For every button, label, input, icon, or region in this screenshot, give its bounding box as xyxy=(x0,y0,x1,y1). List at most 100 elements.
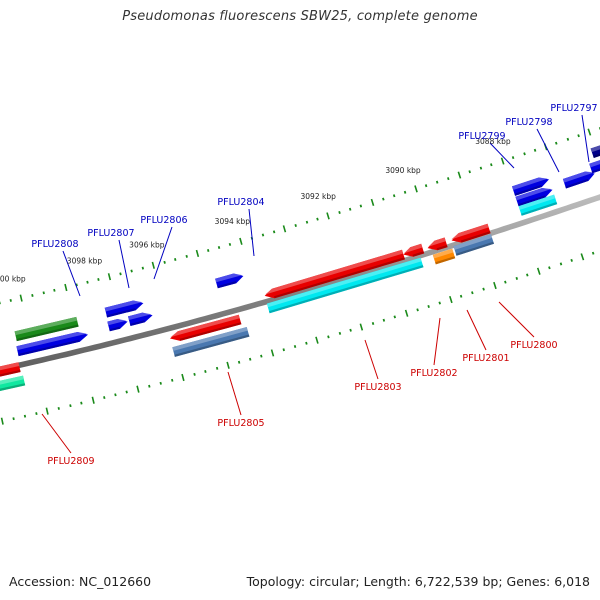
forward-scale-tick xyxy=(316,217,319,221)
reverse-scale-tick xyxy=(438,301,441,305)
gene-label-pflu2797[interactable]: PFLU2797 xyxy=(550,103,597,114)
forward-scale-tick xyxy=(382,197,385,201)
gene-feature-shadow xyxy=(436,245,448,251)
gene-feature[interactable] xyxy=(128,312,153,326)
gene-feature[interactable] xyxy=(453,234,495,256)
reverse-scale-tick xyxy=(237,360,241,364)
gene-label-pflu2804[interactable]: PFLU2804 xyxy=(217,197,264,208)
gene-feature[interactable] xyxy=(266,257,424,314)
gene-feature-highlight xyxy=(432,248,454,259)
gene-label-pflu2800[interactable]: PFLU2800 xyxy=(510,340,557,351)
scale-label: 3100 kbp xyxy=(0,275,26,284)
reverse-scale-tick xyxy=(315,336,319,344)
gene-feature[interactable] xyxy=(0,362,21,377)
forward-scale-tick xyxy=(107,273,112,281)
gene-feature-highlight xyxy=(590,145,600,153)
gene-feature[interactable] xyxy=(16,332,88,357)
gene-feature-body xyxy=(562,171,595,189)
forward-scale-tick xyxy=(305,220,309,224)
gene-feature-body xyxy=(515,188,553,207)
gene-feature-shadow xyxy=(274,257,405,299)
gene-feature[interactable] xyxy=(14,316,79,342)
forward-scale-tick xyxy=(533,148,537,152)
gene-feature-shadow xyxy=(174,334,250,357)
accession-label: Accession: NC_012660 xyxy=(9,574,152,589)
gene-feature[interactable] xyxy=(518,194,558,216)
gene-feature-highlight xyxy=(107,319,127,326)
gene-feature-shadow xyxy=(591,168,600,174)
gene-feature-shadow xyxy=(435,256,456,265)
gene-feature-highlight xyxy=(215,273,243,283)
forward-scale-tick xyxy=(554,141,558,145)
gene-label-pflu2806[interactable]: PFLU2806 xyxy=(140,215,187,226)
forward-scale-tick xyxy=(511,156,515,160)
gene-feature[interactable] xyxy=(427,237,448,251)
forward-scale-tick xyxy=(86,280,89,284)
reverse-scale-tick xyxy=(338,331,342,335)
gene-label-pflu2803[interactable]: PFLU2803 xyxy=(354,382,401,393)
reverse-scale-tick xyxy=(591,251,595,255)
gene-feature-highlight xyxy=(428,237,446,247)
gene-feature-shadow xyxy=(16,324,79,342)
gene-feature[interactable] xyxy=(432,248,456,265)
reverse-scale-tick xyxy=(482,287,485,291)
forward-scale-tick xyxy=(206,249,210,252)
reverse-scale-tick xyxy=(248,357,252,361)
forward-scale-tick xyxy=(479,166,483,170)
forward-scale-tick xyxy=(326,212,330,220)
gene-label-pflu2805[interactable]: PFLU2805 xyxy=(217,418,264,429)
gene-label-pflu2807[interactable]: PFLU2807 xyxy=(87,228,134,239)
gene-feature-highlight xyxy=(170,314,240,338)
forward-scale-tick xyxy=(174,258,177,261)
reverse-scale-tick xyxy=(103,396,106,400)
gene-feature[interactable] xyxy=(590,142,600,158)
gene-feature[interactable] xyxy=(264,249,405,299)
forward-scale-tick xyxy=(130,269,133,273)
forward-scale-tick xyxy=(577,134,580,138)
forward-scale-tick xyxy=(370,198,375,206)
reverse-scale-tick xyxy=(459,294,463,298)
gene-feature[interactable] xyxy=(589,155,600,174)
gene-feature-body xyxy=(512,177,549,196)
reverse-scale-tick xyxy=(171,378,174,382)
gene-feature[interactable] xyxy=(451,223,491,243)
gene-feature[interactable] xyxy=(0,375,26,393)
gene-label-pflu2802[interactable]: PFLU2802 xyxy=(410,368,457,379)
gene-feature-shadow xyxy=(179,322,242,341)
gene-feature[interactable] xyxy=(215,273,244,289)
reverse-scale-tick xyxy=(559,262,563,266)
gene-label-pflu2799[interactable]: PFLU2799 xyxy=(458,131,505,142)
scale-label: 3092 kbp xyxy=(301,192,337,201)
gene-feature[interactable] xyxy=(562,171,595,189)
gene-feature[interactable] xyxy=(104,300,144,318)
reverse-scale-tick xyxy=(159,381,162,385)
gene-feature-highlight xyxy=(0,362,20,371)
gene-feature[interactable] xyxy=(512,177,549,196)
reverse-scale-tick xyxy=(23,414,27,418)
forward-scale-tick xyxy=(447,177,450,181)
gene-feature-shadow xyxy=(269,265,424,314)
gene-label-pflu2801[interactable]: PFLU2801 xyxy=(462,353,509,364)
scale-label: 3098 kbp xyxy=(67,256,103,265)
gene-feature-shadow xyxy=(593,153,600,158)
reverse-scale-tick xyxy=(427,304,430,308)
reverse-scale-tick xyxy=(181,373,185,382)
reverse-scale-tick xyxy=(327,335,330,339)
reverse-scale-tick xyxy=(404,309,409,317)
forward-scale-tick xyxy=(42,291,45,295)
gene-label-pflu2808[interactable]: PFLU2808 xyxy=(31,239,78,250)
gene-feature[interactable] xyxy=(107,319,128,332)
gene-leader-line xyxy=(41,413,72,454)
gene-feature[interactable] xyxy=(170,314,242,341)
reverse-scale-tick xyxy=(136,385,140,393)
forward-scale-tick xyxy=(282,225,287,233)
gene-label-pflu2798[interactable]: PFLU2798 xyxy=(505,117,552,128)
gene-label-pflu2809[interactable]: PFLU2809 xyxy=(47,456,94,467)
gene-feature[interactable] xyxy=(403,243,425,257)
reverse-scale-tick xyxy=(349,328,352,332)
reverse-scale-tick xyxy=(305,341,308,345)
scale-label: 3088 kbp xyxy=(475,137,511,146)
forward-scale-tick xyxy=(359,204,363,208)
gene-feature[interactable] xyxy=(172,327,250,357)
gene-feature[interactable] xyxy=(515,188,553,207)
